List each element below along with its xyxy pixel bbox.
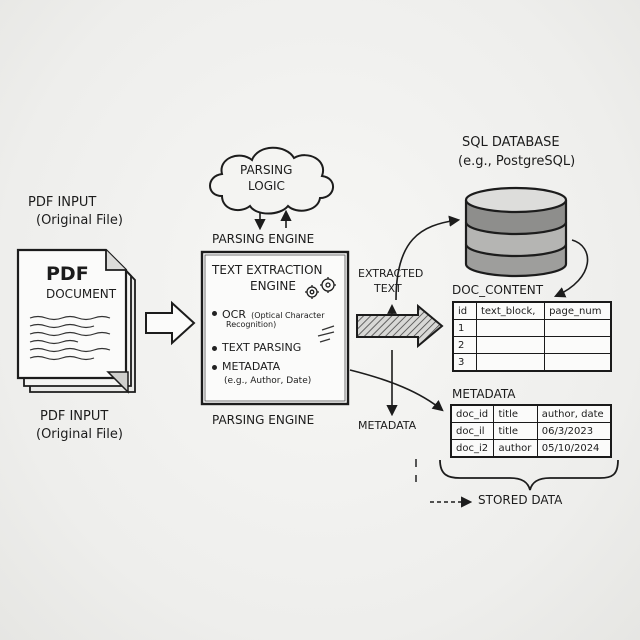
input-arrow — [145, 300, 196, 346]
header-cell: doc_id — [450, 404, 495, 423]
doc-content-title: DOC_CONTENT — [452, 283, 544, 297]
bullet-icon — [212, 345, 217, 351]
table-cell: 1 — [452, 319, 477, 337]
table-cell: author — [493, 439, 538, 458]
engine-title-line1: TEXT EXTRACTION — [212, 263, 323, 277]
table-cell: 2 — [452, 336, 477, 354]
bullet-icon — [212, 311, 217, 316]
parsing-logic-line2: LOGIC — [248, 179, 285, 193]
to-database-arrow — [395, 215, 461, 301]
engine-to-metadata-arrow — [349, 369, 444, 412]
table-cell: title — [493, 422, 538, 440]
engine-item-ocr-note2: Recognition) — [226, 320, 277, 329]
parsing-logic-line1: PARSING — [240, 163, 293, 177]
header-cell: page_num — [544, 301, 612, 320]
pdf-document-icon — [16, 248, 136, 394]
pdf-input-bottom-label: PDF INPUT — [40, 409, 109, 424]
pdf-doc-subtitle: DOCUMENT — [46, 287, 117, 301]
table-header-row: doc_id title author, date — [450, 404, 612, 423]
header-cell: title — [493, 404, 538, 423]
table-row: 1 — [452, 319, 612, 337]
db-to-doccontent-arrow — [553, 239, 589, 298]
metadata-flow-label: METADATA — [358, 419, 417, 432]
table-header-row: id text_block, page_num — [452, 301, 612, 320]
table-cell: 3 — [452, 353, 477, 372]
stored-data-label: STORED DATA — [478, 493, 563, 507]
pdf-input-top-sub: (Original File) — [36, 213, 123, 228]
header-cell: text_block, — [475, 301, 546, 320]
table-cell: 06/3/2023 — [536, 422, 612, 440]
parsing-logic-cloud — [209, 146, 334, 215]
pdf-input-bottom-sub: (Original File) — [36, 427, 123, 442]
extracted-text-arrow — [356, 303, 444, 349]
metadata-table-title: METADATA — [452, 387, 516, 401]
pdf-doc-title: PDF — [46, 263, 89, 285]
database-title: SQL DATABASE — [462, 135, 560, 150]
table-row: 3 — [452, 353, 612, 372]
table-row: 2 — [452, 336, 612, 354]
stored-data-brace — [439, 459, 619, 491]
engine-title-line2: ENGINE — [250, 279, 296, 293]
table-cell: 05/10/2024 — [536, 439, 612, 458]
scan-lines-icon — [317, 325, 335, 343]
header-cell: id — [452, 301, 477, 320]
gear-icon — [305, 277, 336, 299]
extracted-text-label-1: EXTRACTED — [358, 267, 424, 280]
engine-item-text-parsing: TEXT PARSING — [212, 341, 301, 355]
doc-content-table: id text_block, page_num 1 2 3 — [452, 301, 612, 372]
bullet-icon — [212, 364, 217, 370]
engine-item-ocr: OCR (Optical Character — [212, 304, 325, 322]
engine-top-label: PARSING ENGINE — [212, 232, 315, 246]
engine-box — [200, 250, 350, 406]
extracted-text-label-2: TEXT — [374, 282, 402, 295]
table-row: doc_il title 06/3/2023 — [450, 422, 612, 440]
pdf-input-top-label: PDF INPUT — [28, 195, 97, 210]
metadata-table: doc_id title author, date doc_il title 0… — [450, 404, 612, 458]
database-subtitle: (e.g., PostgreSQL) — [458, 154, 576, 169]
table-row: doc_i2 author 05/10/2024 — [450, 439, 612, 458]
engine-bottom-label: PARSING ENGINE — [212, 413, 315, 427]
engine-item-metadata-note: (e.g., Author, Date) — [224, 376, 312, 386]
engine-item-metadata: METADATA — [212, 360, 280, 374]
header-cell: author, date — [536, 404, 612, 423]
table-cell: doc_il — [450, 422, 495, 440]
table-cell: doc_i2 — [450, 439, 495, 458]
database-icon — [464, 186, 568, 278]
